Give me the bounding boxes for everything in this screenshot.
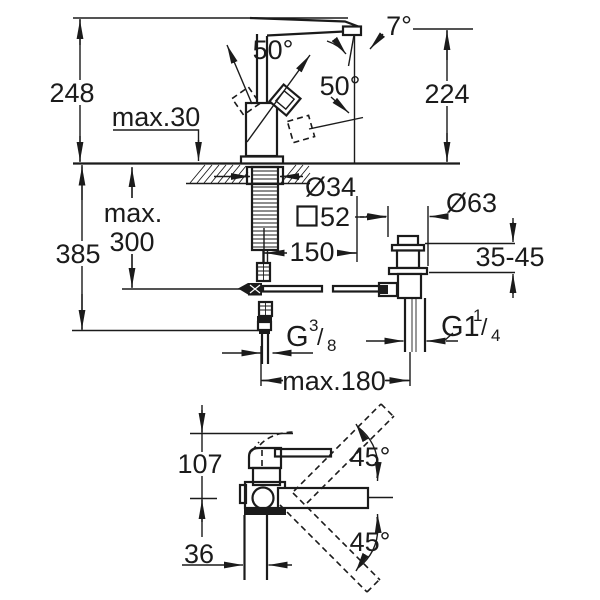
label-g38: G 3 / 8 (286, 316, 336, 355)
spout-pivot (251, 486, 275, 510)
label-45-top: 45° (350, 442, 391, 472)
shank-threads (252, 170, 278, 248)
label-248: 248 (49, 78, 94, 108)
front-spout (276, 486, 370, 510)
label-o63: Ø63 (446, 188, 497, 218)
lever-cap (247, 446, 283, 470)
label-backgrounds (46, 80, 544, 476)
label-g114: G1 1 / 4 (441, 306, 500, 345)
rod-pivot (238, 283, 262, 296)
label-35-45: 35-45 (475, 242, 544, 272)
label-max30: max.30 (112, 102, 201, 132)
dimension-max30 (113, 129, 202, 161)
stream-angled-line (347, 34, 355, 67)
swivel-arc-bottom (355, 513, 382, 572)
dimension-g114 (366, 332, 458, 345)
angle-leader-mid (246, 54, 311, 143)
label-50-right: 50° (320, 71, 361, 101)
label-52: 52 (320, 202, 350, 232)
label-107: 107 (177, 449, 222, 479)
popup-rod-left (261, 284, 324, 293)
popup-rod-right (331, 284, 382, 293)
angle-leader-left (226, 44, 253, 105)
stream-angle-leader (369, 32, 386, 50)
label-36: 36 (184, 539, 214, 569)
label-max300-line1: max. (104, 198, 163, 228)
aerator (341, 25, 363, 37)
label-224: 224 (424, 79, 469, 109)
swivel-arc-top (355, 423, 382, 482)
popup-waste (377, 234, 429, 352)
labels: 248 max.30 385 max. 300 50° 50° 7° 224 Ø… (49, 11, 544, 569)
hose-end-fitting (256, 316, 273, 334)
lever-knob (267, 82, 303, 118)
faucet-front-view (190, 403, 395, 593)
lever-ghost-right (286, 114, 316, 144)
angle-leader-right (330, 96, 350, 114)
label-50-left: 50° (253, 35, 294, 65)
reference-lines-side-view (72, 17, 473, 332)
base-band (244, 508, 286, 515)
hose-braid-lower (257, 300, 274, 318)
label-150: 150 (289, 237, 334, 267)
waste-tailpipe (403, 298, 427, 352)
label-385: 385 (55, 239, 100, 269)
label-max300-line2: 300 (109, 227, 154, 257)
faucet-stem (255, 34, 269, 103)
dimension-35-45 (425, 218, 517, 298)
lever-bar (273, 447, 333, 458)
faucet-side-view (226, 16, 386, 163)
waste-knob (396, 234, 420, 247)
hose-tail (260, 334, 270, 364)
faucet-base (239, 155, 285, 163)
label-45-bottom: 45° (350, 527, 391, 557)
threaded-shank (250, 165, 280, 252)
dimension-o63 (366, 206, 449, 266)
waste-upper-body (395, 249, 421, 270)
stream-angle-arc (326, 36, 347, 55)
waste-rod-socket (377, 281, 399, 298)
dimension-150 (263, 196, 358, 262)
square-symbol (296, 205, 318, 227)
lever-ghost-axis-line (308, 116, 364, 130)
front-upper-body (251, 466, 282, 487)
label-o34: Ø34 (305, 172, 356, 202)
label-max180: max.180 (282, 366, 386, 396)
supply-pipe (243, 515, 269, 580)
waste-lower-body (396, 272, 423, 300)
hose-braid-upper (255, 261, 272, 283)
spout-ghost-up (293, 403, 395, 504)
faucet-body (244, 101, 279, 158)
label-7deg: 7° (386, 11, 412, 41)
